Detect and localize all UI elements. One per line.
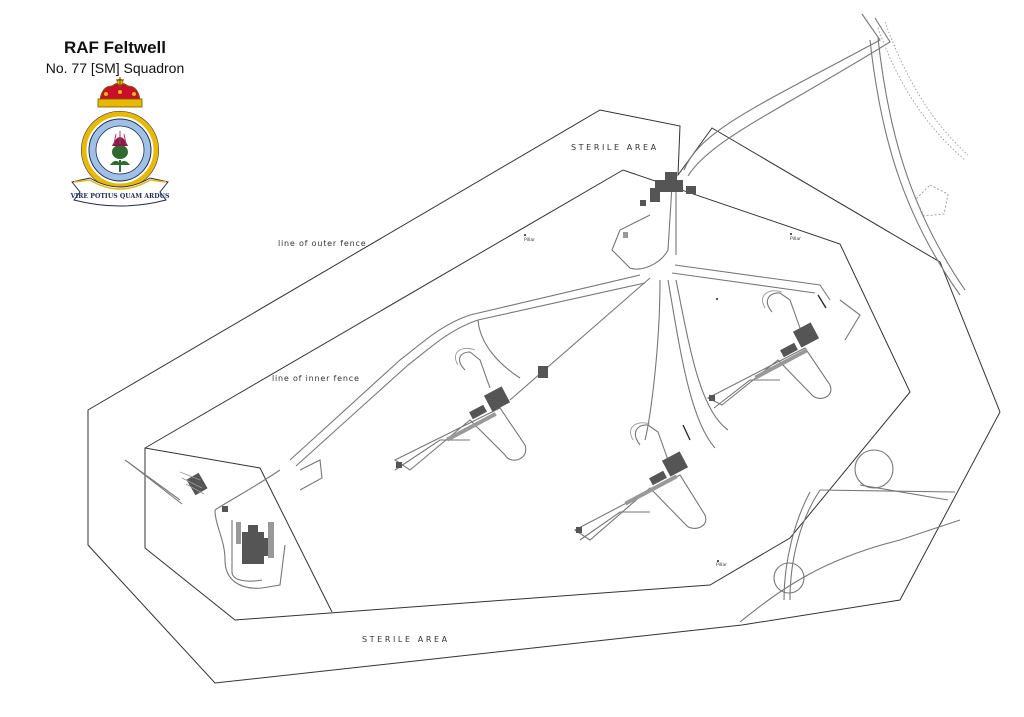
sterile-area-label-bottom: STERILE AREA	[362, 635, 450, 644]
thistle-icon	[110, 131, 130, 172]
squadron-badge: VIRE POTIUS QUAM ARDUS	[70, 77, 170, 207]
outer-fence-label: line of outer fence	[278, 239, 366, 248]
launch-emplacement-east	[706, 290, 861, 409]
inner-fence-line	[144, 169, 911, 621]
pillar-markers	[524, 233, 792, 562]
crown-icon	[97, 77, 143, 108]
station-title: RAF Feltwell	[63, 38, 166, 57]
control-area-fence	[144, 447, 333, 613]
entry-checkpoint	[623, 172, 696, 238]
inner-fence-label: line of inner fence	[272, 374, 360, 383]
outer-fence-line	[87, 109, 1001, 684]
squadron-subtitle: No. 77 [SM] Squadron	[45, 60, 185, 76]
access-roads	[683, 13, 969, 296]
pillar-label: Pillar	[716, 562, 727, 568]
pillar-label: Pillar	[524, 237, 535, 243]
motto-scroll: VIRE POTIUS QUAM ARDUS	[70, 177, 170, 207]
pillar-label: Pillar	[790, 236, 801, 242]
launch-emplacement-west	[393, 347, 548, 471]
badge-motto: VIRE POTIUS QUAM ARDUS	[70, 193, 170, 200]
title-block: RAF Feltwell No. 77 [SM] Squadron	[40, 38, 190, 77]
south-east-roads	[739, 449, 961, 623]
sterile-area-label-top: STERILE AREA	[571, 143, 659, 152]
launch-emplacement-centre	[573, 422, 707, 541]
internal-roads	[124, 184, 831, 511]
launch-control-area	[179, 471, 286, 589]
